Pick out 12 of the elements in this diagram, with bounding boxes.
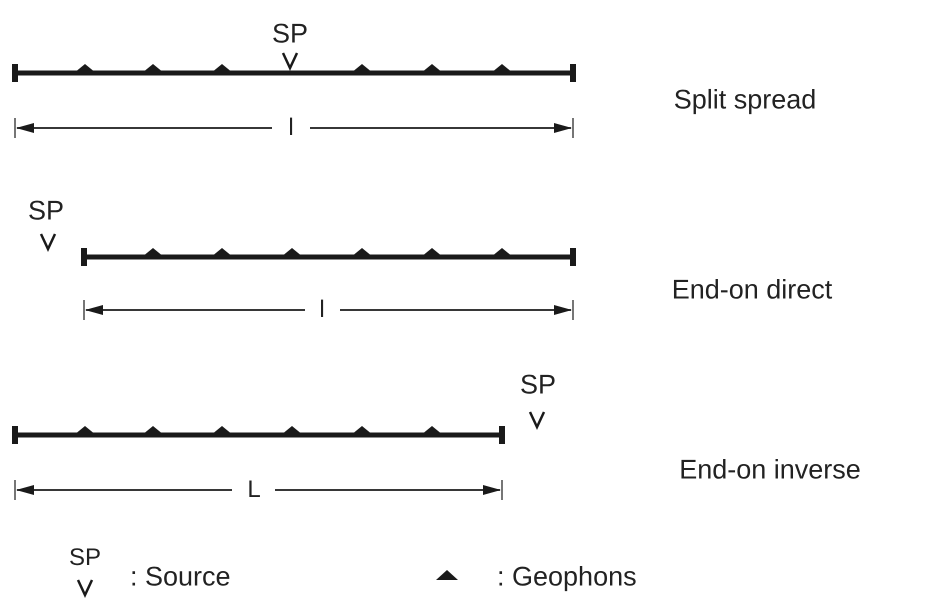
legend-symbol-label: SP <box>69 546 101 570</box>
dimension-label: l <box>288 116 294 140</box>
spread-type-label: End-on inverse <box>679 456 861 484</box>
source-label: SP <box>272 20 308 48</box>
spread-type-label: End-on direct <box>672 276 832 304</box>
source-label: SP <box>520 372 556 398</box>
legend-label: : Geophons <box>497 564 637 590</box>
spread-type-label: Split spread <box>674 86 816 114</box>
source-label: SP <box>28 198 64 224</box>
dimension-label: L <box>247 478 261 502</box>
legend-label: : Source <box>130 564 231 590</box>
dimension-label: l <box>319 298 325 322</box>
